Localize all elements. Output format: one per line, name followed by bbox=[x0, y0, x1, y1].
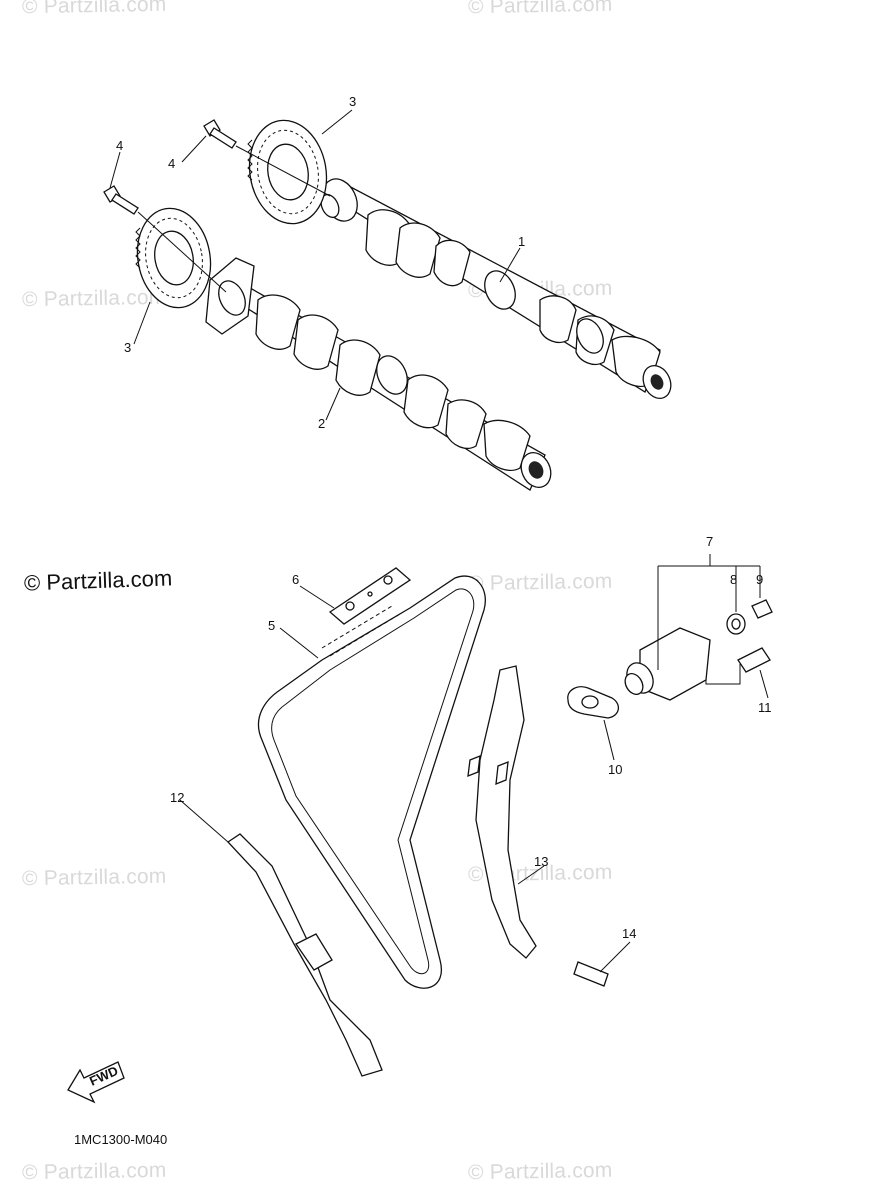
callout-8[interactable]: 8 bbox=[730, 572, 737, 587]
callout-leaders bbox=[109, 109, 769, 973]
callout-3-lower[interactable]: 3 bbox=[124, 340, 131, 355]
cam-sprocket-upper[interactable] bbox=[242, 114, 335, 230]
chain-guide-top[interactable] bbox=[328, 567, 412, 625]
callout-14[interactable]: 14 bbox=[622, 926, 636, 941]
callout-11[interactable]: 11 bbox=[758, 700, 772, 715]
fwd-arrow-icon: FWD bbox=[67, 1061, 125, 1104]
guide-pin[interactable] bbox=[573, 961, 609, 987]
callout-9[interactable]: 9 bbox=[756, 572, 763, 587]
diagram-code: 1MC1300-M040 bbox=[74, 1132, 168, 1147]
cam-sprocket-lower[interactable] bbox=[130, 203, 218, 314]
callout-1[interactable]: 1 bbox=[518, 234, 525, 249]
chain-guide-rear[interactable] bbox=[467, 665, 537, 959]
callout-5[interactable]: 5 bbox=[268, 618, 275, 633]
callout-4-upper[interactable]: 4 bbox=[168, 156, 175, 171]
tensioner-cap-bolt[interactable] bbox=[751, 599, 773, 619]
timing-chain[interactable] bbox=[257, 575, 486, 989]
callout-7[interactable]: 7 bbox=[706, 534, 713, 549]
tensioner-gasket[interactable] bbox=[567, 686, 619, 719]
camshaft-exhaust[interactable] bbox=[316, 173, 676, 403]
callout-2[interactable]: 2 bbox=[318, 416, 325, 431]
callout-13[interactable]: 13 bbox=[534, 854, 548, 869]
sprocket-bolt-lower[interactable] bbox=[103, 185, 227, 293]
callout-12[interactable]: 12 bbox=[170, 790, 184, 805]
sprocket-bolt-upper[interactable] bbox=[203, 119, 331, 197]
tensioner-bolt[interactable] bbox=[737, 647, 771, 673]
callout-3-upper[interactable]: 3 bbox=[349, 94, 356, 109]
callout-4-lower[interactable]: 4 bbox=[116, 138, 123, 153]
tensioner-washer[interactable] bbox=[726, 613, 746, 635]
chain-guide-front[interactable] bbox=[227, 833, 383, 1077]
callout-6[interactable]: 6 bbox=[292, 572, 299, 587]
callout-10[interactable]: 10 bbox=[608, 762, 622, 777]
chain-tensioner[interactable] bbox=[622, 627, 711, 701]
camshaft-intake[interactable] bbox=[205, 257, 556, 492]
